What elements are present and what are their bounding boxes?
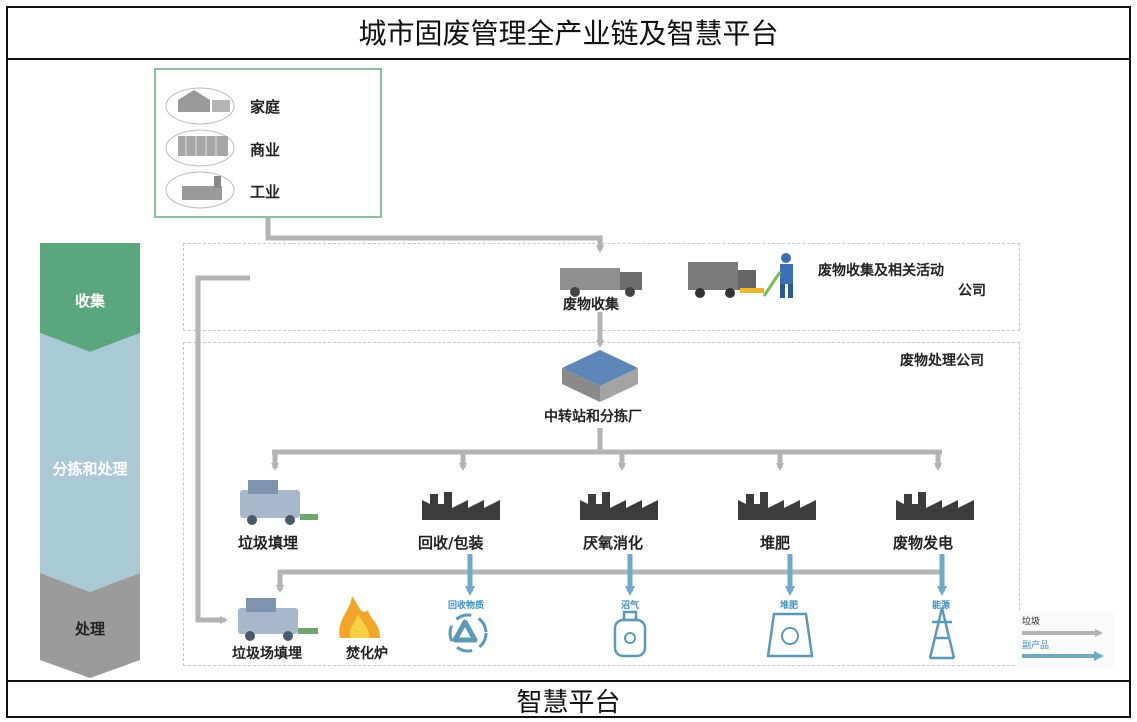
station-to-branch-arrows (271, 428, 942, 471)
final-landfill-label: 垃圾场填埋 (232, 646, 302, 662)
factory-icon (165, 171, 235, 209)
factory-icon-power (896, 492, 974, 520)
branch-energy-label: 废物发电 (893, 534, 954, 552)
product-energy-label: 能源 (932, 601, 951, 611)
source-to-collection-arrow (265, 218, 604, 253)
byproduct-arrows (465, 554, 947, 596)
commercial-building-icon (165, 129, 235, 167)
processing-company-label: 废物处理公司 (900, 353, 984, 369)
collection-node-label: 废物收集 (563, 297, 619, 313)
product-recycled-label: 回收物质 (448, 601, 485, 611)
diagram-frame (6, 6, 1131, 718)
street-sweeper-truck-icon (688, 262, 764, 298)
source-industrial-label: 工业 (250, 183, 281, 201)
power-tower-icon (928, 607, 956, 660)
product-compost-label: 堆肥 (780, 601, 799, 611)
stage-process-label: 处理 (74, 620, 105, 638)
legend (1017, 612, 1115, 668)
branch-landfill-label: 垃圾填埋 (238, 534, 299, 552)
transfer-station-icon (562, 350, 638, 402)
garbage-truck-icon (560, 268, 642, 297)
collection-company-label: 废物收集及相关活动 (818, 263, 944, 279)
footer-title: 智慧平台 (6, 680, 1131, 718)
recycle-icon (448, 613, 488, 653)
product-biogas-label: 沼气 (621, 601, 640, 611)
stage-collect-shape (40, 243, 140, 352)
waste-return-arrows (195, 275, 945, 624)
legend-waste-label: 垃圾 (1022, 617, 1041, 627)
compost-bag-icon (766, 612, 814, 658)
source-commercial-label: 商业 (250, 141, 281, 159)
sanitation-worker-icon (762, 253, 793, 298)
legend-byproduct-label: 副产品 (1022, 641, 1050, 651)
transfer-station-label: 中转站和分拣厂 (544, 409, 642, 425)
diagram-title: 城市固废管理全产业链及智慧平台 (6, 6, 1131, 60)
factory-icon-digestion (580, 492, 658, 520)
stage-collect-label: 收集 (74, 292, 105, 310)
source-household-label: 家庭 (250, 98, 281, 116)
landfill-site-icon (238, 598, 318, 641)
landfill-machine-icon (240, 480, 318, 525)
gas-tank-icon (613, 610, 647, 658)
factory-icon-recycling (422, 492, 500, 520)
branch-compost-label: 堆肥 (760, 534, 791, 552)
stage-bar (40, 243, 140, 678)
final-incinerator-label: 焚化炉 (346, 646, 388, 662)
stage-sort-label: 分拣和处理 (52, 460, 128, 478)
factory-icon-compost (738, 492, 816, 520)
house-icon (165, 87, 235, 125)
fire-icon (339, 596, 380, 638)
branch-recycling-label: 回收/包装 (418, 534, 484, 552)
stage-process-shape (40, 573, 140, 678)
branch-anaerobic-label: 厌氧消化 (583, 534, 644, 552)
stage-sort-shape (40, 333, 140, 592)
collection-company-label-line2: 公司 (958, 283, 986, 299)
